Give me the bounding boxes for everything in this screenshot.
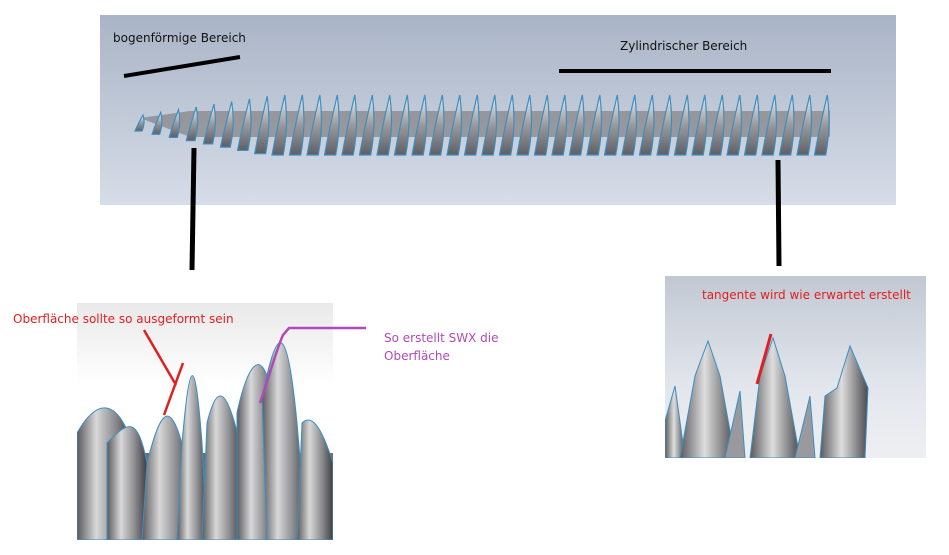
thread-crest — [411, 94, 428, 156]
thread-crest — [168, 107, 181, 139]
label-tangent-note: tangente wird wie erwartet erstellt — [702, 288, 911, 302]
thread-crest — [376, 94, 393, 156]
thread-crest — [761, 94, 778, 156]
label-swx-surface-2: Oberfläche — [384, 349, 450, 363]
zoom-view-cylinder[interactable] — [665, 276, 926, 458]
zoom-cylinder-render — [665, 333, 869, 458]
label-cylinder-region: Zylindrischer Bereich — [620, 39, 748, 53]
label-arc-region: bogenförmige Bereich — [113, 31, 246, 45]
zoom-arc-render — [77, 326, 333, 540]
thread-crest — [151, 110, 163, 135]
label-expected-surface: Oberfläche sollte so ausgeformt sein — [13, 312, 234, 326]
thread-crest — [603, 94, 620, 156]
thread-crest — [428, 94, 445, 156]
thread-crest — [202, 104, 216, 145]
thread-crest — [813, 94, 830, 156]
thread-crest — [673, 94, 690, 156]
swx-leader-line — [333, 326, 366, 330]
thread-crest — [796, 94, 813, 156]
thread-crest — [236, 98, 252, 151]
thread-crest — [271, 94, 288, 156]
thread-crest — [778, 94, 795, 156]
thread-crest — [726, 94, 743, 156]
thread-crest — [185, 106, 199, 142]
thread-crest — [516, 94, 533, 156]
thread-crest — [134, 113, 145, 132]
thread-crest — [463, 94, 480, 156]
thread-crest — [481, 94, 498, 156]
thread-crest — [358, 94, 375, 156]
thread-crest — [568, 94, 585, 156]
thread-crest — [691, 94, 708, 156]
thread-crest — [551, 94, 568, 156]
screw-thread-render — [134, 94, 830, 156]
thread-crest — [306, 94, 323, 156]
thread-crest — [586, 94, 603, 156]
cad-viewport-main[interactable] — [100, 15, 896, 205]
thread-crest — [743, 94, 760, 156]
thread-crest — [498, 94, 515, 156]
thread-crest — [323, 94, 340, 156]
thread-crest — [288, 94, 305, 156]
thread-crest — [621, 94, 638, 156]
thread-crest — [638, 94, 655, 156]
thread-crest — [253, 96, 270, 155]
thread-crest — [341, 94, 358, 156]
thread-crest — [219, 101, 234, 148]
thread-crest — [656, 94, 673, 156]
thread-crest — [533, 94, 550, 156]
zoom-view-arc[interactable] — [77, 303, 333, 540]
thread-crest — [708, 94, 725, 156]
label-swx-surface-1: So erstellt SWX die — [384, 331, 499, 345]
thread-crest — [446, 94, 463, 156]
thread-crest — [393, 94, 410, 156]
